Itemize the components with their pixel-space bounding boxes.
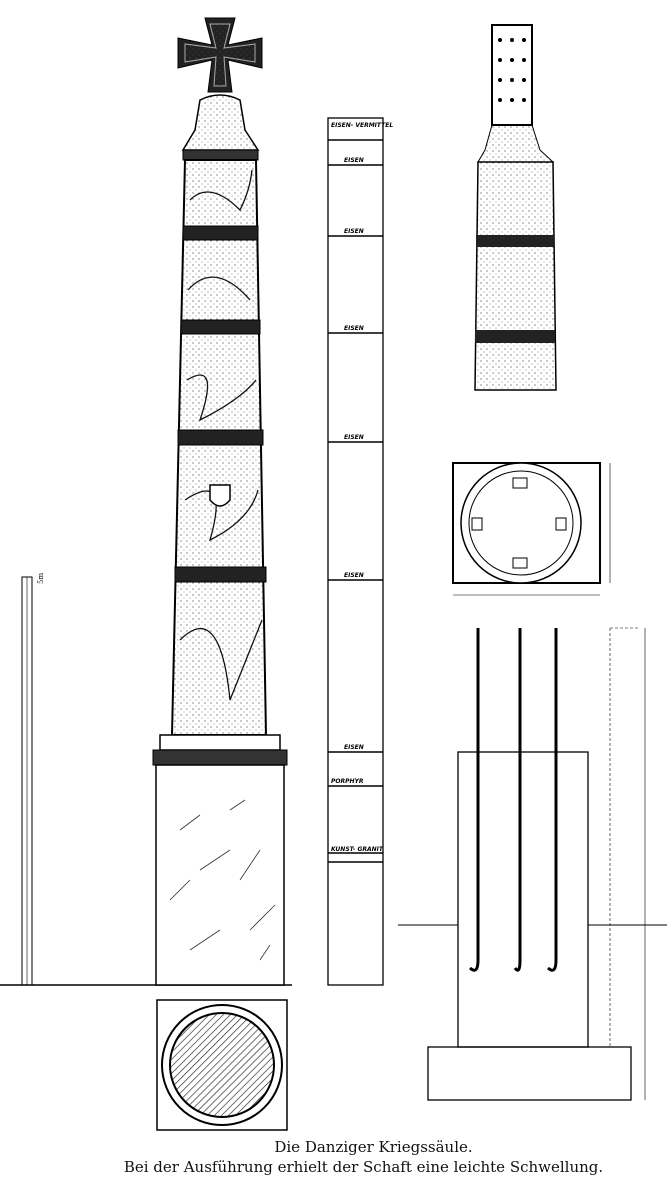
material-label: EISEN [344, 325, 364, 332]
foundation-anchor-section [398, 627, 667, 1101]
material-label: KUNST- GRANIT [331, 846, 384, 853]
material-label: EISEN [344, 228, 364, 235]
iron-cross [177, 17, 263, 93]
material-label: EISEN [344, 744, 364, 751]
material-label: EISEN- VERMITTEL [331, 122, 393, 129]
material-legend: EISEN- VERMITTEL EISEN EISEN EISEN EISEN… [327, 117, 393, 986]
material-label: EISEN [344, 157, 364, 164]
scale-bar: 5m [21, 573, 45, 986]
column-bands [174, 225, 267, 583]
plan-view-anchors [452, 462, 611, 596]
column-shaft [170, 159, 268, 736]
oak-leaf-ornament [179, 169, 263, 701]
coat-of-arms [209, 484, 231, 507]
granite-pedestal [155, 764, 285, 986]
scale-label: 5m [37, 573, 45, 584]
material-label: EISEN [344, 434, 364, 441]
figure-subtitle: Bei der Ausführung erhielt der Schaft ei… [123, 1158, 604, 1176]
figure-title: Die Danziger Kriegssäule. [274, 1138, 473, 1156]
shaft-core-detail [474, 24, 557, 391]
base-plan-view [156, 999, 288, 1131]
material-label: EISEN [344, 572, 364, 579]
column-capital [181, 94, 260, 151]
material-label: PORPHYR [331, 778, 364, 785]
